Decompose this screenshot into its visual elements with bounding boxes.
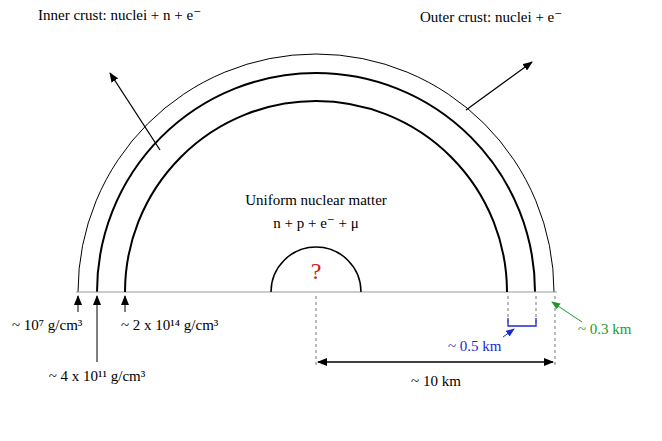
thickness-label: ~ 0.3 km	[578, 320, 632, 338]
green-leader	[552, 302, 582, 322]
surface-arc	[78, 54, 554, 292]
thickness-label: ~ 0.5 km	[448, 337, 502, 355]
core-region: Uniform nuclear matter n + p + e⁻ + μ?	[125, 101, 507, 292]
density-label: ~ 4 x 10¹¹ g/cm³	[49, 367, 146, 385]
outer-crust-pointer	[466, 62, 532, 110]
inner-crust-label: Inner crust: nuclei + n + e⁻	[38, 6, 201, 24]
inner-crust-bracket	[508, 318, 536, 326]
radius-dimension	[318, 361, 553, 362]
radius-label: ~ 10 km	[411, 372, 461, 390]
density-arrow	[78, 296, 79, 312]
density-label: ~ 10⁷ g/cm³	[12, 316, 82, 334]
dashed-guide	[316, 296, 317, 368]
composition: n + p + e⁻ + μ	[125, 214, 507, 232]
density-arrow	[125, 296, 126, 312]
inner-core-region: ?	[271, 247, 361, 292]
outer-crust-label: Outer crust: nuclei + e⁻	[420, 8, 562, 26]
density-label: ~ 2 x 10¹⁴ g/cm³	[121, 316, 218, 334]
blue-leader	[503, 329, 514, 337]
density-arrow	[97, 296, 98, 362]
unknown-mark: ?	[271, 257, 361, 286]
crust-boundary-arc	[97, 73, 535, 292]
baseline	[76, 291, 557, 292]
dashed-guide	[555, 296, 556, 368]
region-name: Uniform nuclear matter	[125, 191, 507, 209]
inner-crust-pointer	[110, 73, 160, 150]
